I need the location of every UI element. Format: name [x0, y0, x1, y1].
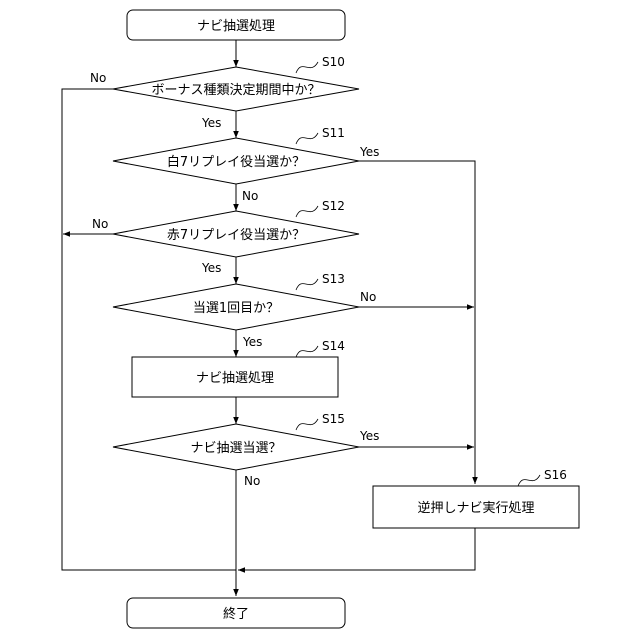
label-s13-no: No [360, 290, 376, 304]
step-numbers: S10 S11 S12 S13 S14 S15 S16 [322, 55, 567, 482]
s14-label: ナビ抽選処理 [196, 371, 274, 386]
start-label: ナビ抽選処理 [197, 19, 275, 34]
decision-s15: ナビ抽選当選？ [113, 424, 359, 470]
leader-s13 [296, 279, 318, 290]
end-node: 終了 [127, 598, 345, 628]
s10-label: ボーナス種類決定期間中か？ [151, 82, 320, 98]
leader-s11 [296, 133, 318, 144]
leader-s16 [518, 475, 540, 486]
s15-label: ナビ抽選当選？ [190, 441, 281, 456]
step-s13: S13 [322, 272, 345, 286]
step-s10: S10 [322, 55, 345, 69]
edge-s16-end [238, 528, 475, 570]
label-s11-yes: Yes [359, 145, 379, 159]
step-s11: S11 [322, 126, 345, 140]
step-s15: S15 [322, 412, 345, 426]
leader-s12 [296, 206, 318, 217]
leader-s15 [296, 419, 318, 430]
leader-s14 [296, 346, 318, 357]
label-s13-yes: Yes [242, 335, 262, 349]
start-node: ナビ抽選処理 [127, 10, 345, 40]
label-s10-no: No [90, 71, 106, 85]
s12-label: 赤7リプレイ役当選か？ [167, 228, 305, 243]
label-s12-no: No [92, 217, 108, 231]
s11-label: 白7リプレイ役当選か？ [167, 154, 305, 170]
end-label: 終了 [223, 606, 249, 622]
step-s12: S12 [322, 199, 345, 213]
label-s11-no: No [242, 189, 258, 203]
label-s12-yes: Yes [201, 261, 221, 275]
s13-label: 当選1回目か？ [193, 301, 279, 316]
decision-s13: 当選1回目か？ [113, 284, 359, 330]
step-s14: S14 [322, 339, 345, 353]
label-s10-yes: Yes [201, 116, 221, 130]
step-s16: S16 [544, 468, 567, 482]
label-s15-yes: Yes [359, 429, 379, 443]
label-s15-no: No [244, 474, 260, 488]
decision-s10: ボーナス種類決定期間中か？ [113, 67, 359, 111]
process-s14: ナビ抽選処理 [132, 357, 338, 397]
leader-s10 [296, 62, 318, 73]
decision-s12: 赤7リプレイ役当選か？ [113, 211, 359, 257]
decision-s11: 白7リプレイ役当選か？ [113, 138, 359, 184]
process-s16: 逆押しナビ実行処理 [373, 486, 579, 528]
s16-label: 逆押しナビ実行処理 [417, 500, 534, 516]
